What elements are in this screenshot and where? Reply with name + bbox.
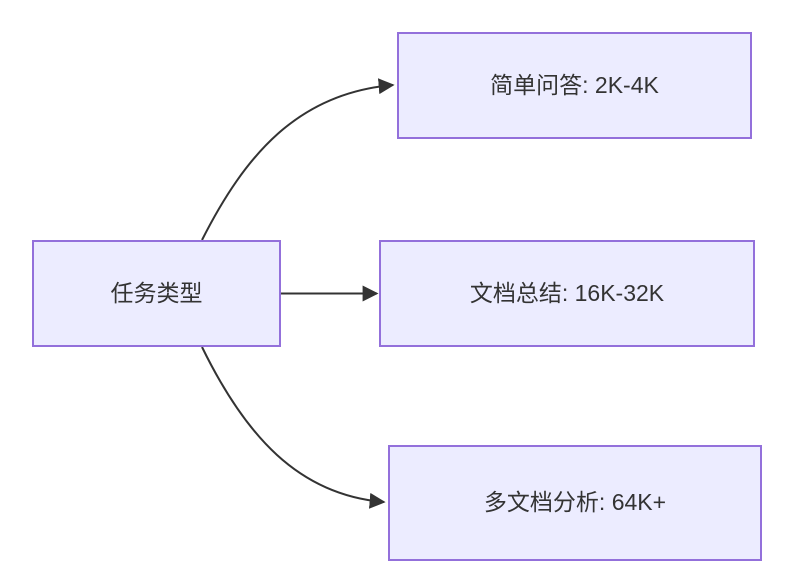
edge-root-to-qa bbox=[201, 78, 395, 241]
node-simple-qa-label: 简单问答: 2K-4K bbox=[490, 71, 659, 98]
edge-root-to-multi bbox=[201, 346, 386, 509]
node-simple-qa: 简单问答: 2K-4K bbox=[397, 32, 752, 139]
node-multi-doc-analysis: 多文档分析: 64K+ bbox=[388, 445, 762, 561]
node-multi-doc-analysis-label: 多文档分析: 64K+ bbox=[483, 489, 667, 516]
node-doc-summary: 文档总结: 16K-32K bbox=[379, 240, 755, 347]
node-task-type: 任务类型 bbox=[32, 240, 281, 347]
node-doc-summary-label: 文档总结: 16K-32K bbox=[469, 279, 665, 306]
node-task-type-label: 任务类型 bbox=[110, 279, 203, 306]
